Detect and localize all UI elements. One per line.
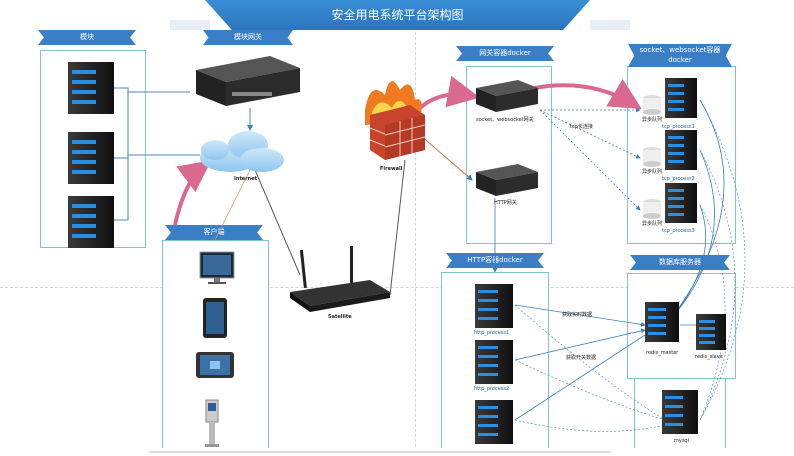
server-icon [68,132,114,184]
server-icon [665,183,697,223]
ribbon-client: 客户端 [165,225,263,240]
queue-cylinder-icon [643,199,661,219]
label-http-process2: http_process2 [474,386,510,392]
divider-vertical [415,32,416,452]
diagram-title: 安全用电系统平台架构图 [205,0,590,30]
queue-cylinder-icon [643,147,661,167]
firewall-icon [365,81,426,160]
title-tail-right [590,20,630,30]
label-tcp-conn: tcp长连接 [570,124,593,130]
divider-horizontal [0,287,794,288]
server-icon [68,196,114,248]
label-satellite: Satellite [328,314,352,320]
tablet-landscape-icon [196,352,234,378]
gateway-router-icon [476,164,538,196]
server-icon [475,400,513,444]
ribbon-modules: 模块 [38,30,136,45]
server-icon [662,390,698,434]
title-tail-left [170,20,210,30]
label-firewall: Firewall [380,166,403,172]
gateway-router-icon [476,80,538,112]
ribbon-socket-docker: socket、websocket容器docker [628,44,732,67]
gateway-router-icon [196,56,300,106]
bottom-strip [0,448,794,456]
module-links [114,87,200,221]
kiosk-icon [205,399,219,447]
ribbon-module-gateway: 模块网关 [203,30,293,45]
ribbon-gateway-docker: 网关容器docker [456,46,554,61]
label-mysql: mysql [674,438,689,444]
label-get-realtime: 获取实时数据 [562,312,593,318]
server-icon [645,302,679,342]
server-icon [475,284,513,328]
label-internet: Internet [234,176,258,182]
label-tcp-process1: tcp_process1 [662,124,695,130]
label-socket-gateway: socket、websocket网关 [476,117,534,123]
label-async-queue-2: 异步队列 [642,169,663,175]
label-get-switch: 获取开关数据 [566,355,597,361]
server-icon [68,62,114,114]
label-redis-slave: redis_slave [695,354,723,360]
queue-cylinder-icon [643,95,661,115]
label-http-gateway: HTTP网关 [494,200,517,206]
server-icon [665,78,697,118]
label-redis-master: redis_master [646,350,679,356]
label-async-queue-1: 异步队列 [642,117,663,123]
label-http-process1: http_process1 [474,330,510,336]
ribbon-db-server: 数据库服务器 [630,255,730,270]
monitor-icon [199,251,235,284]
label-tcp-process3: tcp_process3 [662,228,695,234]
server-icon [475,340,513,384]
server-icon [696,314,726,350]
wifi-router-icon [290,246,390,312]
server-icon [665,130,697,170]
label-tcp-process2: tcp_process2 [662,176,695,182]
cloud-icon [200,131,284,172]
tablet-icon [203,298,227,338]
label-async-queue-3: 异步队列 [642,221,663,227]
